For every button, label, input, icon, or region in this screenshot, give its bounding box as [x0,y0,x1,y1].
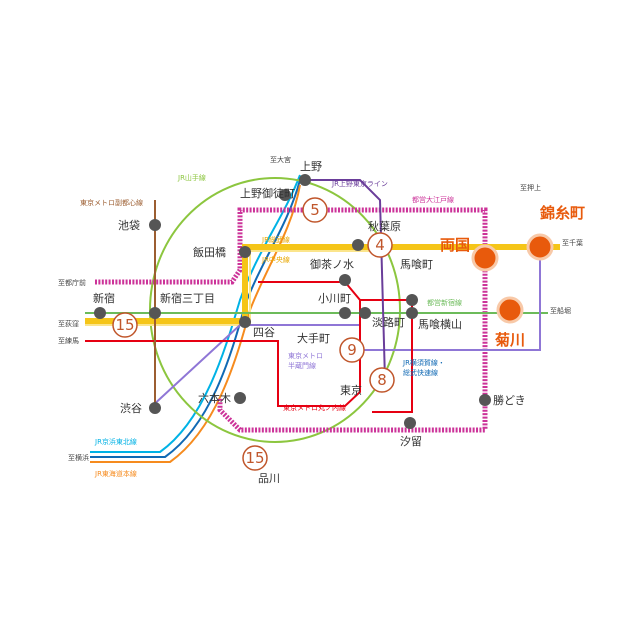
marunouchi-line [85,281,361,407]
label-kikukawa: 菊川 [495,331,525,349]
station-dot-shinjuku-sanchome[interactable] [149,307,161,319]
time-badge-shinjuku [112,312,138,338]
time-tokyo: 8 [377,371,387,389]
label-roppongi: 六本木 [198,391,231,405]
time-akihabara: 4 [375,236,385,254]
label-iidabashi: 飯田橋 [193,245,226,259]
label-ryogoku: 両国 [440,236,470,254]
keihin-tohoku-line [90,174,301,453]
label-shinagawa: 品川 [258,472,280,485]
dir-yokohama: 至横浜 [68,453,89,462]
dir-funabori: 至船堀 [550,306,571,315]
station-dot-bakuro-yokoyama[interactable] [406,307,418,319]
station-dot-iidabashi[interactable] [239,246,251,258]
time-shinjuku: 15 [115,316,134,334]
time-otemachi: 9 [347,341,357,359]
dir-tocho: 至都庁前 [58,278,86,287]
label-awajicho: 淡路町 [372,316,405,329]
line-label-ueno-tokyo: JR上野東京ライン [331,179,388,188]
station-labels: 上野 上野御徒町 秋葉原 池袋 飯田橋 御茶ノ水 馬喰町 新宿 新宿三丁目 小川… [93,160,585,485]
station-dot-bakurocho[interactable] [406,294,418,306]
dir-oshiage: 至押上 [520,183,541,192]
time-shinagawa: 15 [245,449,264,467]
label-ogawamachi: 小川町 [318,292,351,305]
station-dot-shinjuku[interactable] [94,307,106,319]
station-dot-yotsuya[interactable] [239,316,251,328]
station-dot-kikukawa[interactable] [496,296,524,324]
station-dot-kachidoki[interactable] [479,394,491,406]
label-kachidoki: 勝どき [493,393,526,407]
line-label-hanzomon-2: 半蔵門線 [288,361,316,370]
dir-ogikubo: 至荻窪 [58,319,79,328]
label-otemachi: 大手町 [297,331,330,345]
time-badges: 5 4 15 9 8 15 [112,197,395,471]
time-badge-tokyo [369,367,395,393]
station-dot-awajicho[interactable] [359,307,371,319]
station-dot-ueno-okachimachi[interactable] [279,189,291,201]
label-akihabara: 秋葉原 [368,219,401,233]
sobu-line [85,244,560,324]
line-label-keihin: JR京浜東北線 [94,437,137,446]
line-label-marunouchi: 東京メトロ丸ノ内線 [283,403,346,412]
label-ochanomizu: 御茶ノ水 [310,257,354,271]
label-ueno: 上野 [300,160,322,173]
label-shinjuku: 新宿 [93,291,115,305]
line-label-hanzomon-1: 東京メトロ [288,351,323,360]
line-label-chuo: JR中央線 [261,255,290,264]
line-label-yamanote: JR山手線 [177,173,206,182]
station-dots [94,174,554,429]
label-ikebukuro: 池袋 [118,218,140,232]
line-label-oedo: 都営大江戸線 [412,195,454,204]
dir-nerima: 至練馬 [58,336,79,345]
oedo-line [95,207,488,433]
station-dot-ikebukuro[interactable] [149,219,161,231]
station-dot-ryogoku[interactable] [471,244,499,272]
line-label-yokosuka-1: JR横須賀線・ [402,358,445,367]
ueno-tokyo-line [305,179,386,381]
label-bakurocho: 馬喰町 [400,257,433,271]
tokaido-line [90,184,301,463]
time-badge-shinagawa [242,445,268,471]
time-badge-akihabara [367,232,393,258]
station-dot-roppongi[interactable] [234,392,246,404]
label-tokyo: 東京 [340,383,362,397]
line-label-yokosuka-2: 総武快速線 [403,368,438,377]
label-kinshicho: 錦糸町 [539,204,585,222]
label-yotsuya: 四谷 [253,326,275,339]
label-bakuro-yokoyama: 馬喰横山 [418,317,462,331]
time-ueno-okachimachi: 5 [310,201,320,219]
label-shibuya: 渋谷 [120,402,142,415]
line-labels: JR山手線 JR上野東京ライン 都営大江戸線 東京メトロ副都心線 JR総武線 J… [80,173,462,478]
line-label-tokaido: JR東海道本線 [94,469,137,478]
label-shiodome: 汐留 [400,434,422,448]
dir-omiya: 至大宮 [270,155,291,164]
dir-chiba: 至千葉 [562,238,583,247]
station-dot-ochanomizu[interactable] [339,274,351,286]
line-label-shinjuku: 都営新宿線 [427,298,462,307]
time-badge-ueno-okachimachi [302,197,328,223]
station-dot-kinshicho[interactable] [526,233,554,261]
label-ueno-okachimachi: 上野御徒町 [240,186,295,200]
line-label-sobu: JR総武線 [261,235,290,244]
line-label-fukutoshin: 東京メトロ副都心線 [80,198,143,207]
marunouchi-line-east [360,299,413,413]
station-dot-ogawamachi[interactable] [339,307,351,319]
direction-labels: 至大宮 至押上 至千葉 至都庁前 至荻窪 至船堀 至練馬 至横浜 [58,155,583,462]
station-dot-ueno[interactable] [299,174,311,186]
label-shinjuku-sanchome: 新宿三丁目 [160,291,215,305]
station-dot-shiodome[interactable] [404,417,416,429]
chuo-line [85,250,380,326]
station-dot-akihabara[interactable] [352,239,364,251]
rail-lines [85,174,560,463]
station-dot-shibuya[interactable] [149,402,161,414]
time-badge-otemachi [339,337,365,363]
